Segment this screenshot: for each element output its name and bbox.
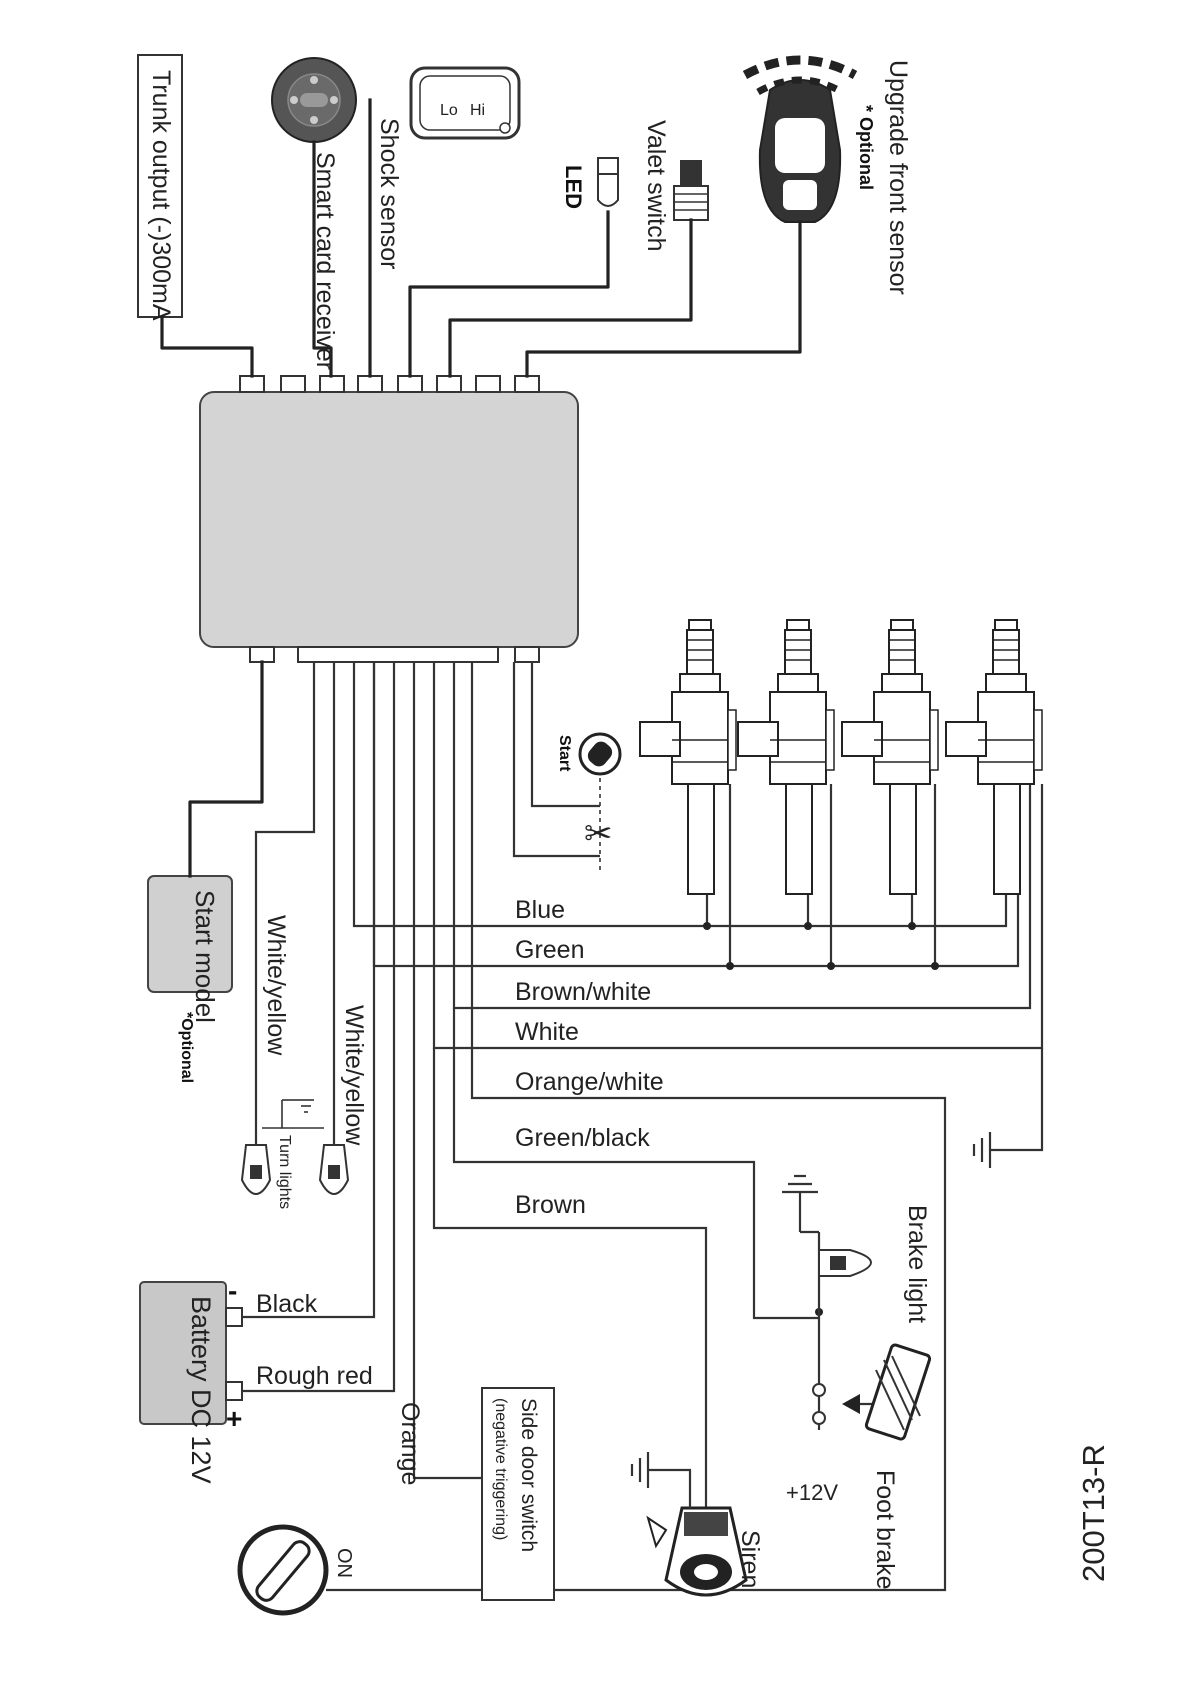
trunk-output-box: Trunk output (-)300mA [137, 54, 183, 321]
turn-lights-label: Turn lights [276, 1135, 293, 1209]
orange-white-wire-label: Orange/white [515, 1068, 664, 1096]
side-door-switch-box: Side door switch (negative triggering) [481, 1387, 555, 1601]
led: LED [561, 157, 619, 209]
white-yellow-label-2: White/yellow [340, 1005, 368, 1146]
battery-plus: + [226, 1403, 242, 1434]
control-unit [199, 375, 579, 663]
white-wire-label: White [515, 1018, 579, 1046]
ignition-on-label: ON [333, 1548, 355, 1578]
start-model-box: Start model *Optional [147, 875, 233, 1083]
green-wire-label: Green [515, 936, 584, 964]
foot-brake: Foot brake +12V [786, 1343, 932, 1590]
led-label: LED [561, 165, 586, 209]
start-model-label: Start model [190, 890, 220, 1023]
valet-switch-label: Valet switch [642, 120, 670, 252]
white-yellow-label-1: White/yellow [262, 915, 290, 1056]
scissors-icon: ✂ [584, 814, 613, 854]
turn-lights: Turn lights [240, 1099, 350, 1209]
optional-star-label: * Optional [856, 105, 876, 190]
start-model-optional-label: *Optional [178, 1012, 195, 1083]
shock-sensor-label: Shock sensor [375, 118, 403, 269]
green-black-wire-label: Green/black [515, 1124, 650, 1152]
front-sensor-label: Upgrade front sensor [884, 60, 912, 295]
battery: Battery DC 12V - + [139, 1275, 243, 1484]
brown-wire-label: Brown [515, 1191, 586, 1219]
side-door-switch-label: Side door switch [517, 1398, 540, 1552]
diagram-code: 200T13-R [1076, 1444, 1111, 1582]
foot-brake-label: Foot brake [871, 1470, 899, 1590]
orange-wire-label: Orange [396, 1402, 424, 1485]
lock-actuator [945, 619, 1043, 895]
lock-actuator [737, 619, 835, 895]
smart-card-receiver-label: Smart card receiver [311, 152, 339, 370]
brake-light-bulb: Brake light [782, 1174, 931, 1323]
svg-text:✂: ✂ [584, 814, 613, 854]
rough-red-wire-label: Rough red [256, 1362, 373, 1390]
svg-text:Lo: Lo [440, 102, 458, 119]
black-wire-label: Black [256, 1290, 318, 1318]
trunk-output-label: Trunk output (-)300mA [147, 70, 175, 321]
ignition-switch: ON [237, 1524, 355, 1616]
ground-icon-right [972, 1132, 992, 1168]
valet-switch: Valet switch [642, 120, 709, 252]
siren-label: Siren [736, 1530, 764, 1588]
lock-actuators [639, 619, 1043, 895]
brown-white-wire-label: Brown/white [515, 978, 651, 1006]
wire-junctions [703, 922, 939, 1316]
side-door-note-label: (negative triggering) [492, 1398, 509, 1540]
shock-sensor: Lo Hi Shock sensor [375, 66, 521, 269]
smart-card-receiver: Smart card receiver [271, 57, 357, 370]
plus-12v-label: +12V [786, 1480, 838, 1505]
control-unit-top-pins [239, 375, 540, 393]
siren: Siren [630, 1452, 764, 1597]
lock-actuator [639, 619, 737, 895]
battery-minus: - [228, 1275, 237, 1306]
start-label: Start [556, 735, 573, 772]
battery-label: Battery DC 12V [186, 1296, 216, 1484]
control-unit-bottom-pins [249, 646, 540, 663]
blue-wire-label: Blue [515, 896, 565, 924]
front-sensor-car: Upgrade front sensor * Optional [742, 55, 912, 295]
svg-text:Hi: Hi [470, 102, 485, 119]
start-switch: Start [556, 732, 622, 776]
lock-actuator [841, 619, 939, 895]
brake-light-label: Brake light [903, 1205, 931, 1323]
